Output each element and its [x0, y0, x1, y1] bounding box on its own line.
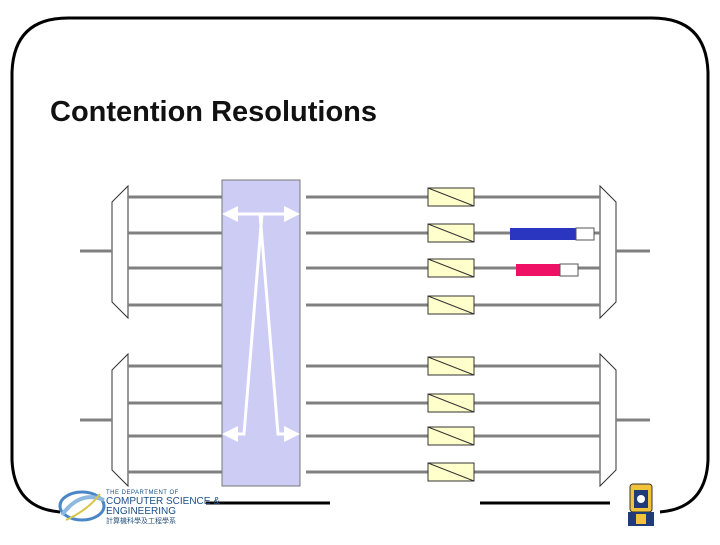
- logo-line-4: 計算機科學及工程學系: [106, 518, 176, 525]
- demux-top: [111, 184, 129, 320]
- fiber-delay-lines: [427, 187, 475, 482]
- crossing-arrows: [222, 206, 300, 442]
- red-packet: [516, 263, 579, 277]
- delay-line-box: [427, 295, 475, 315]
- delay-line-box: [427, 187, 475, 207]
- arrow-head-top-right: [284, 206, 300, 222]
- delay-line-box: [427, 356, 475, 376]
- department-logo-icon: [58, 490, 106, 522]
- university-crest-icon: [628, 483, 654, 526]
- delay-line-box: [427, 223, 475, 243]
- arrow-head-bottom-right: [284, 426, 300, 442]
- slide-title: Contention Resolutions: [50, 96, 378, 128]
- department-logo-text: THE DEPARTMENT OF COMPUTER SCIENCE & ENG…: [106, 490, 220, 525]
- delay-line-box: [427, 426, 475, 446]
- demux-bottom: [111, 352, 129, 488]
- arrow-head-bottom-left: [222, 426, 238, 442]
- blue-packet: [510, 227, 595, 241]
- logo-line-3: ENGINEERING: [106, 506, 177, 517]
- mux-bottom: [599, 352, 617, 488]
- logo-line-1: THE DEPARTMENT OF: [106, 490, 179, 496]
- logo-line-2: COMPUTER SCIENCE &: [106, 496, 220, 507]
- delay-line-box: [427, 462, 475, 482]
- delay-line-box: [427, 393, 475, 413]
- delay-line-box: [427, 258, 475, 278]
- slide-frame: [10, 16, 710, 514]
- mux-top: [599, 184, 617, 320]
- arrow-head-top-left: [222, 206, 238, 222]
- demux-to-switch-lines: [128, 195, 222, 474]
